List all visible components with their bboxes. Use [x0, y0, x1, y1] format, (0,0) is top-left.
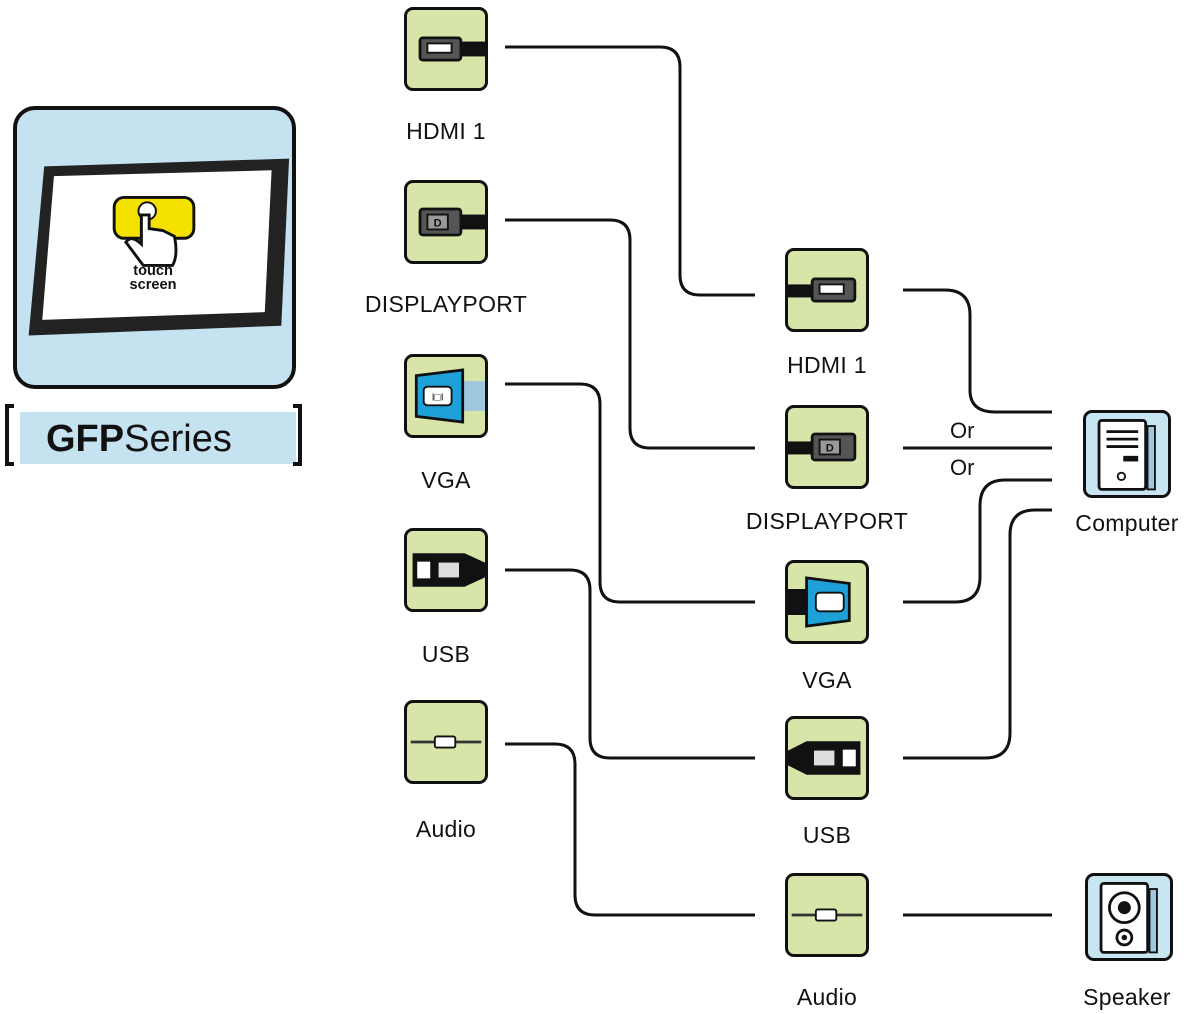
or-label-1: Or	[950, 418, 975, 443]
displayport-port-label: DISPLAYPORT	[364, 291, 528, 317]
svg-text:D: D	[826, 443, 834, 455]
touch-text: touch	[133, 263, 173, 279]
wire-vga	[505, 382, 755, 604]
speaker-icon	[1099, 882, 1158, 954]
hdmi-port-label: HDMI 1	[406, 118, 486, 144]
usb-port-label: USB	[421, 641, 471, 667]
wire-hdmi-to-computer	[903, 288, 1052, 414]
series-title-bold: GFP	[46, 418, 125, 460]
hdmi-cable-box	[785, 248, 869, 332]
vga-cable-label: VGA	[802, 667, 852, 693]
series-title-rest: Series	[124, 418, 232, 460]
right-bracket	[293, 404, 302, 466]
audio-cable-label: Audio	[796, 984, 858, 1010]
usb-cable-box	[785, 716, 869, 800]
computer-tower-icon	[1097, 419, 1156, 491]
displayport-cable-box: D	[785, 405, 869, 489]
audio-jack-icon	[410, 735, 482, 749]
svg-text:D: D	[434, 218, 442, 230]
usb-connector-icon	[788, 741, 861, 775]
vga-cable-box	[785, 560, 869, 644]
touch-screen-display-icon: touch screen	[28, 158, 290, 336]
vga-port-box: I□I	[404, 354, 488, 438]
vga-connector-icon	[788, 576, 851, 628]
hdmi-connector-icon	[788, 277, 857, 303]
speaker-label: Speaker	[1083, 984, 1171, 1010]
audio-cable-box	[785, 873, 869, 957]
wire-audio	[505, 742, 755, 917]
displayport-connector-icon: D	[418, 207, 485, 237]
usb-cable-label: USB	[802, 822, 852, 848]
or-label-2: Or	[950, 455, 975, 480]
hdmi-connector-icon	[418, 36, 485, 62]
usb-connector-icon	[412, 553, 485, 587]
wire-hdmi	[505, 45, 755, 297]
wire-usb	[505, 568, 755, 760]
wire-displayport	[505, 218, 755, 450]
computer-label: Computer	[1075, 510, 1179, 536]
series-banner	[20, 412, 296, 464]
displayport-cable-label: DISPLAYPORT	[745, 508, 909, 534]
computer-device	[1083, 410, 1171, 498]
series-title: GFPSeries	[46, 418, 232, 461]
left-bracket	[5, 404, 14, 466]
audio-port-label: Audio	[415, 816, 477, 842]
usb-port-box	[404, 528, 488, 612]
vga-port-label: VGA	[421, 467, 471, 493]
touch-screen-monitor: touch screen	[13, 106, 296, 389]
displayport-connector-icon: D	[788, 432, 857, 462]
vga-connector-icon: I□I	[414, 368, 485, 424]
wire-usb-to-computer	[903, 508, 1052, 760]
displayport-port-box: D	[404, 180, 488, 264]
hdmi-cable-label: HDMI 1	[787, 352, 867, 378]
audio-port-box	[404, 700, 488, 784]
hdmi-port-box	[404, 7, 488, 91]
wire-vga-to-computer	[903, 478, 1052, 604]
audio-jack-icon	[791, 908, 863, 922]
screen-text: screen	[130, 277, 177, 293]
speaker-device	[1085, 873, 1173, 961]
svg-text:I□I: I□I	[432, 393, 444, 404]
